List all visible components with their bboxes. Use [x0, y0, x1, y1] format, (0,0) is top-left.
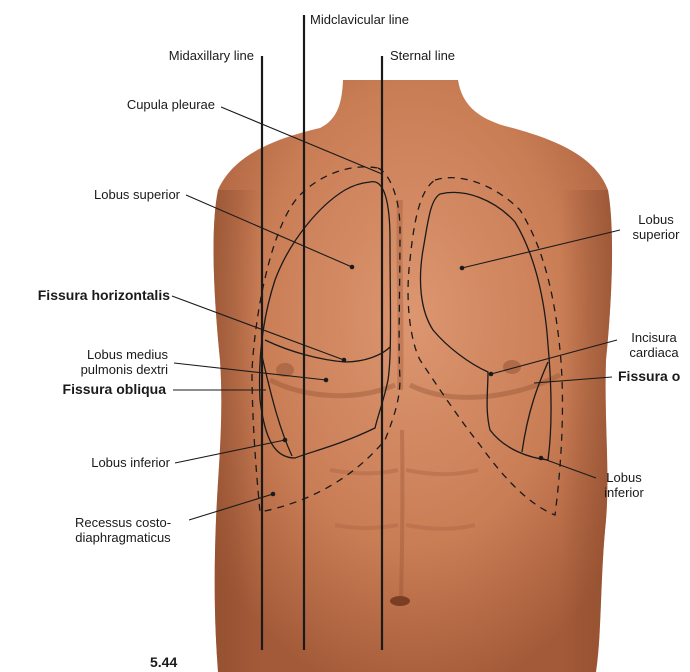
label-incisura-line1: Incisura — [620, 330, 688, 345]
label-recessus-line1: Recessus costo- — [58, 515, 188, 530]
dot-lobus-inferior-right — [539, 456, 544, 461]
torso-photo — [214, 80, 613, 672]
dot-lobus-medius — [324, 378, 329, 383]
dot-fissura-horizontalis — [342, 358, 347, 363]
label-recessus-line2: diaphragmaticus — [58, 530, 188, 545]
label-lobus-inferior-left: Lobus inferior — [91, 455, 170, 470]
label-midaxillary-line: Midaxillary line — [169, 48, 254, 63]
label-lobus-inferior-right: Lobus inferior — [595, 470, 653, 500]
label-midclavicular-line: Midclavicular line — [310, 12, 409, 27]
torso-right-shadow — [560, 190, 612, 672]
linea-alba — [401, 430, 402, 600]
label-recessus: Recessus costo- diaphragmaticus — [58, 515, 188, 545]
label-lobus-medius-line2: pulmonis dextri — [81, 362, 168, 377]
dot-lobus-superior-left — [350, 265, 355, 270]
label-incisura-cardiaca: Incisura cardiaca — [620, 330, 688, 360]
figure-number: 5.44 — [150, 654, 177, 670]
label-incisura-line2: cardiaca — [620, 345, 688, 360]
dot-lobus-superior-right — [460, 266, 465, 271]
label-fissura-obliqua-left: Fissura obliqua — [63, 382, 166, 397]
label-lobus-inferior-right-line2: inferior — [595, 485, 653, 500]
torso-left-shadow — [214, 190, 262, 672]
label-fissura-horizontalis: Fissura horizontalis — [38, 288, 170, 303]
label-lobus-superior-right-line2: superior — [622, 227, 690, 242]
label-sternal-line: Sternal line — [390, 48, 455, 63]
dot-lobus-inferior-left — [283, 438, 288, 443]
dot-recessus — [271, 492, 276, 497]
umbilicus — [390, 596, 410, 606]
label-fissura-obliqua-right: Fissura o — [618, 369, 680, 384]
label-lobus-medius-line1: Lobus medius — [81, 347, 168, 362]
dot-incisura — [489, 372, 494, 377]
label-lobus-inferior-right-line1: Lobus — [595, 470, 653, 485]
label-lobus-superior-right: Lobus superior — [622, 212, 690, 242]
label-lobus-medius: Lobus medius pulmonis dextri — [81, 347, 168, 377]
label-lobus-superior-left: Lobus superior — [94, 187, 180, 202]
label-lobus-superior-right-line1: Lobus — [622, 212, 690, 227]
label-cupula-pleurae: Cupula pleurae — [127, 97, 215, 112]
